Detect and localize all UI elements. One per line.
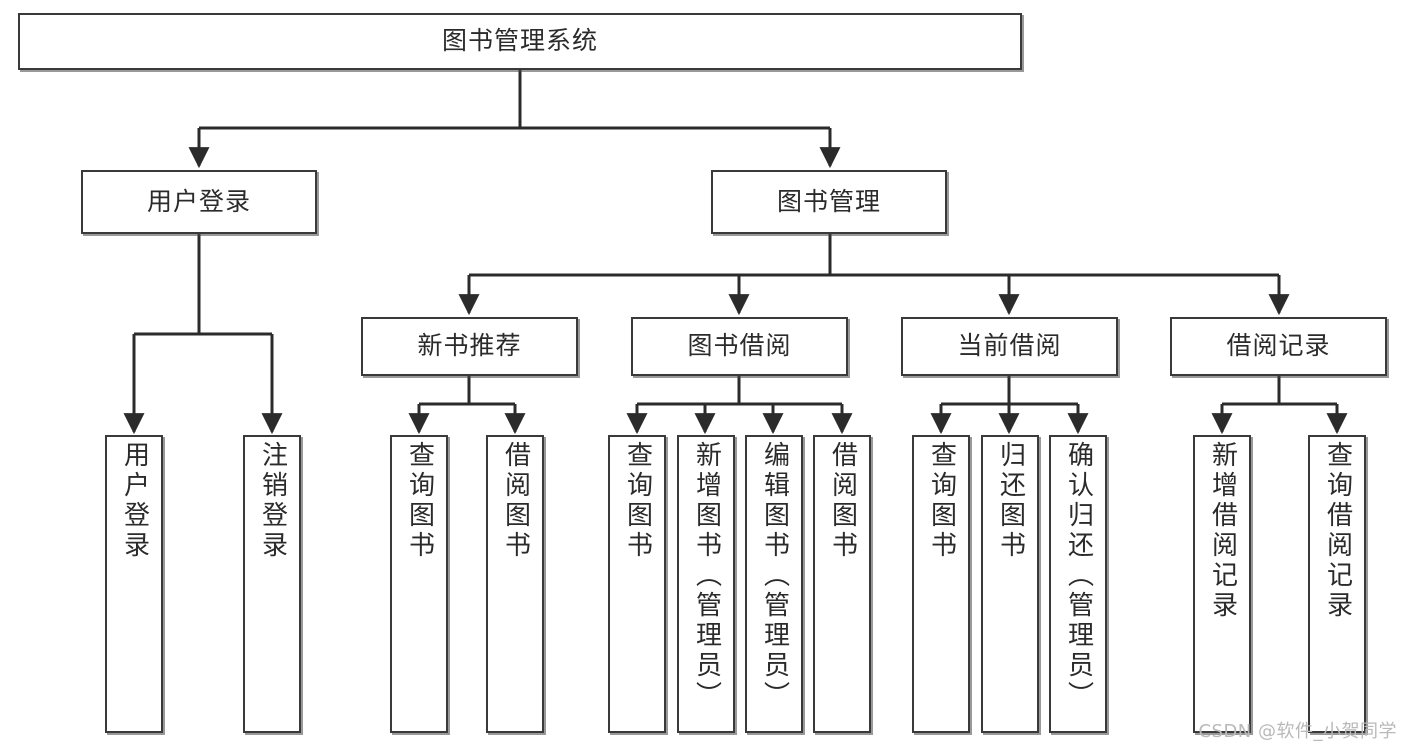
node-user-login-label: 用户登录 [146,186,251,216]
leaf-edit-book-label: 编辑图书（管理员） [759,441,790,711]
leaf-query-book-2-label: 查询图书 [622,441,653,561]
node-book-manage[interactable]: 图书管理 [711,170,947,234]
node-book-borrow[interactable]: 图书借阅 [631,317,848,376]
leaf-logout-label: 注销登录 [257,441,288,561]
leaf-borrow-book-1-label: 借阅图书 [500,441,531,561]
node-book-borrow-label: 图书借阅 [687,331,792,361]
node-current-borrow-label: 当前借阅 [957,331,1062,361]
leaf-query-book-1[interactable]: 查询图书 [390,435,448,733]
leaf-borrow-book-2-label: 借阅图书 [827,441,858,561]
leaf-borrow-book-2[interactable]: 借阅图书 [813,435,871,733]
leaf-user-login[interactable]: 用户登录 [105,435,163,733]
leaf-return-book-label: 归还图书 [995,441,1026,561]
leaf-query-book-1-label: 查询图书 [404,441,435,561]
node-root-label: 图书管理系统 [441,26,598,56]
leaf-add-book-label: 新增图书（管理员） [691,441,722,711]
node-borrow-record[interactable]: 借阅记录 [1170,317,1387,376]
leaf-add-book[interactable]: 新增图书（管理员） [677,435,735,733]
leaf-query-record-label: 查询借阅记录 [1322,441,1353,621]
node-book-manage-label: 图书管理 [776,186,881,216]
leaf-query-book-2[interactable]: 查询图书 [608,435,666,733]
node-current-borrow[interactable]: 当前借阅 [901,317,1118,376]
node-new-book-recommend[interactable]: 新书推荐 [361,317,578,376]
leaf-borrow-book-1[interactable]: 借阅图书 [486,435,544,733]
leaf-edit-book[interactable]: 编辑图书（管理员） [745,435,803,733]
leaf-query-book-3[interactable]: 查询图书 [912,435,970,733]
leaf-user-login-label: 用户登录 [119,441,150,561]
node-borrow-record-label: 借阅记录 [1226,331,1331,361]
leaf-confirm-return[interactable]: 确认归还（管理员） [1049,435,1107,733]
leaf-query-book-3-label: 查询图书 [926,441,957,561]
leaf-logout[interactable]: 注销登录 [243,435,301,733]
node-user-login[interactable]: 用户登录 [81,170,317,234]
leaf-confirm-return-label: 确认归还（管理员） [1063,441,1094,711]
csdn-watermark: CSDN @软件_小贺同学 [1198,721,1397,742]
leaf-query-record[interactable]: 查询借阅记录 [1308,435,1366,733]
leaf-return-book[interactable]: 归还图书 [981,435,1039,733]
leaf-add-record[interactable]: 新增借阅记录 [1193,435,1251,733]
leaf-add-record-label: 新增借阅记录 [1207,441,1238,621]
node-new-book-recommend-label: 新书推荐 [417,331,522,361]
node-root[interactable]: 图书管理系统 [18,13,1022,70]
